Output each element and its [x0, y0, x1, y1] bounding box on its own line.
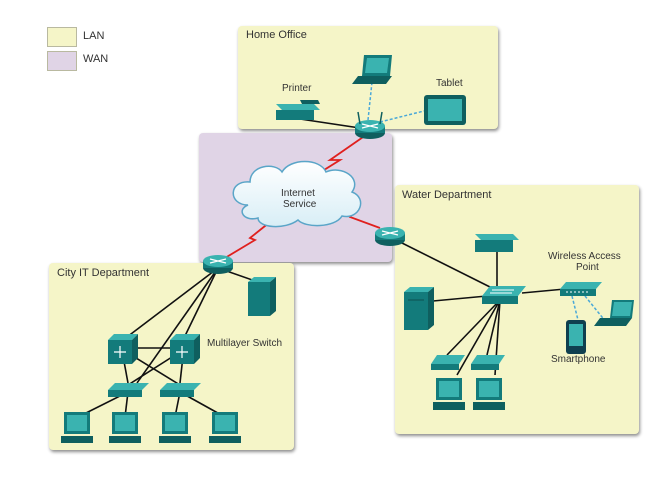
wap-label-line1: Wireless Access	[548, 251, 621, 262]
home-office-title: Home Office	[246, 29, 307, 41]
water-switch-icon	[482, 286, 526, 304]
home-laptop-icon	[352, 55, 392, 84]
access-switch-2-icon	[160, 383, 201, 397]
internet-label-line1: Internet	[281, 188, 315, 199]
multilayer-switch-label: Multilayer Switch	[207, 338, 283, 349]
water-server-icon	[404, 287, 434, 330]
tablet-label: Tablet	[436, 78, 463, 89]
legend-wan-label: WAN	[83, 53, 109, 65]
legend-wan-swatch	[47, 51, 77, 71]
legend-lan-swatch	[47, 27, 77, 47]
ip-phone-2-icon	[471, 355, 505, 370]
ip-phone-1-icon	[431, 355, 465, 370]
city-server-icon	[248, 277, 276, 316]
tablet-icon	[424, 95, 466, 125]
city-pc-3-icon	[159, 412, 191, 443]
city-pc-1-icon	[61, 412, 93, 443]
city-it-title: City IT Department	[57, 267, 150, 279]
wired-links	[77, 118, 566, 418]
router-water-icon	[375, 227, 405, 246]
internet-label-line2: Service	[283, 199, 317, 210]
city-pc-4-icon	[209, 412, 241, 443]
smartphone-icon	[566, 320, 586, 354]
internet-cloud	[232, 160, 362, 228]
smartphone-label: Smartphone	[551, 354, 606, 365]
water-pc-1-icon	[433, 378, 465, 410]
wireless-access-point-icon	[560, 282, 602, 296]
water-department-title: Water Department	[402, 189, 492, 201]
access-switch-1-icon	[108, 383, 149, 397]
wireless-links	[367, 81, 607, 323]
printer-label: Printer	[282, 83, 312, 94]
multilayer-switch-2-icon	[170, 334, 200, 364]
water-laptop-icon	[594, 300, 634, 326]
router-city-icon	[203, 255, 233, 274]
multilayer-switch-1-icon	[108, 334, 138, 364]
city-pc-2-icon	[109, 412, 141, 443]
water-printer-icon	[475, 234, 519, 252]
water-department-zone	[395, 185, 639, 434]
printer-icon	[276, 100, 320, 120]
water-pc-2-icon	[473, 378, 505, 410]
legend-lan-label: LAN	[83, 30, 105, 42]
router-home-icon	[355, 111, 385, 139]
wap-label-line2: Point	[576, 262, 599, 273]
